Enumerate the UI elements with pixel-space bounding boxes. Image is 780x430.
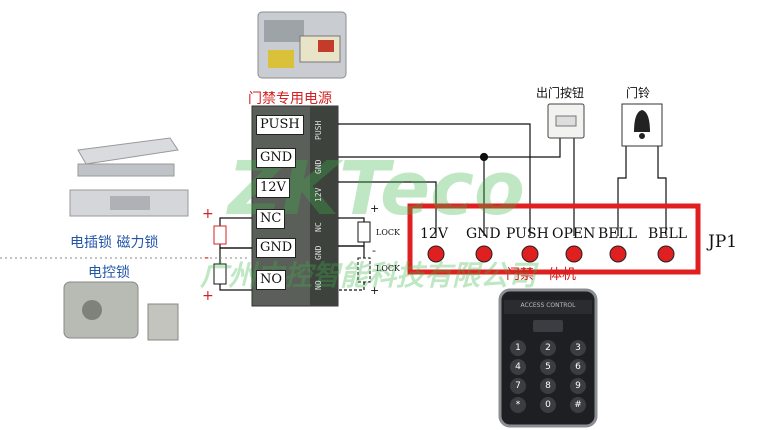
psu-title: 门禁专用电源 [248, 91, 332, 107]
plus-mark-2: + [202, 288, 214, 304]
lock-label-2: LOCK [376, 264, 400, 273]
left-lock-symbol-2 [213, 263, 227, 285]
keypad-key: 2 [540, 340, 556, 356]
psu-side-label-12v: 12V [314, 187, 323, 202]
strike-magnetic-lock-label: 电插锁 磁力锁 [70, 235, 159, 251]
psu-terminal-12v: 12V [256, 178, 290, 198]
psu-side-labels: PUSH GND 12V NC GND NO [312, 110, 336, 306]
minus-mark-1: - [204, 250, 209, 266]
keypad-key: 7 [510, 378, 526, 394]
controller-caption: 门禁一体机 [506, 267, 576, 283]
exit-button-label: 出门按钮 [536, 86, 585, 100]
minus-mark-2: - [372, 244, 376, 257]
controller-terminal-bell-1: BELL [598, 226, 638, 242]
psu-side-label-gnd-2: GND [314, 245, 323, 260]
keypad-key: 1 [510, 340, 526, 356]
watermark-company: 广州中控智能科技有限公司 [200, 259, 537, 292]
controller-terminal-12v: 12V [420, 226, 448, 242]
psu-side-label-gnd-1: GND [314, 159, 323, 174]
keypad-key: 0 [540, 397, 556, 413]
controller-terminal-gnd: GND [466, 226, 501, 242]
psu-side-label-no: NO [314, 280, 323, 290]
psu-side-label-nc: NC [314, 222, 323, 232]
electric-strike-photo [69, 189, 189, 217]
doorbell-label: 门铃 [626, 86, 651, 100]
psu-terminal-nc: NC [256, 209, 286, 229]
controller-terminal-bell-2: BELL [648, 226, 688, 242]
exit-button-device [547, 103, 585, 139]
jp1-label: JP1 [708, 232, 738, 252]
keypad-header: ACCESS CONTROL [520, 302, 576, 309]
psu-terminal-gnd-1: GND [256, 148, 297, 168]
plus-mark-3: + [370, 202, 379, 215]
controller-terminal-dots [427, 245, 675, 263]
doorbell-device [621, 103, 663, 147]
keypad-key: 5 [540, 359, 556, 375]
power-supply-photo [257, 11, 347, 79]
controller-terminal-push: PUSH [506, 226, 549, 242]
magnetic-lock-photo [77, 137, 179, 177]
keypad-key: 9 [570, 378, 586, 394]
electric-control-lock-photo [63, 281, 179, 341]
psu-terminal-no: NO [256, 270, 287, 290]
keypad-key: # [570, 397, 586, 413]
controller-terminal-box [407, 203, 701, 275]
psu-terminal-push: PUSH [256, 115, 304, 135]
electric-control-lock-label: 电控锁 [88, 265, 130, 281]
keypad-key: 4 [510, 359, 526, 375]
controller-terminal-open: OPEN [552, 226, 596, 242]
lock-symbol-1 [357, 221, 371, 243]
psu-terminal-gnd-2: GND [256, 238, 297, 258]
lock-symbol-2 [357, 257, 371, 283]
keypad-key: * [510, 397, 526, 413]
keypad-key: 6 [570, 359, 586, 375]
keypad-key: 8 [540, 378, 556, 394]
left-lock-symbol-1 [213, 225, 227, 245]
plus-mark-1: + [202, 206, 214, 222]
psu-side-label-push: PUSH [314, 120, 323, 140]
plus-mark-4: + [370, 284, 379, 297]
keypad-key: 3 [570, 340, 586, 356]
lock-label-1: LOCK [376, 228, 400, 237]
